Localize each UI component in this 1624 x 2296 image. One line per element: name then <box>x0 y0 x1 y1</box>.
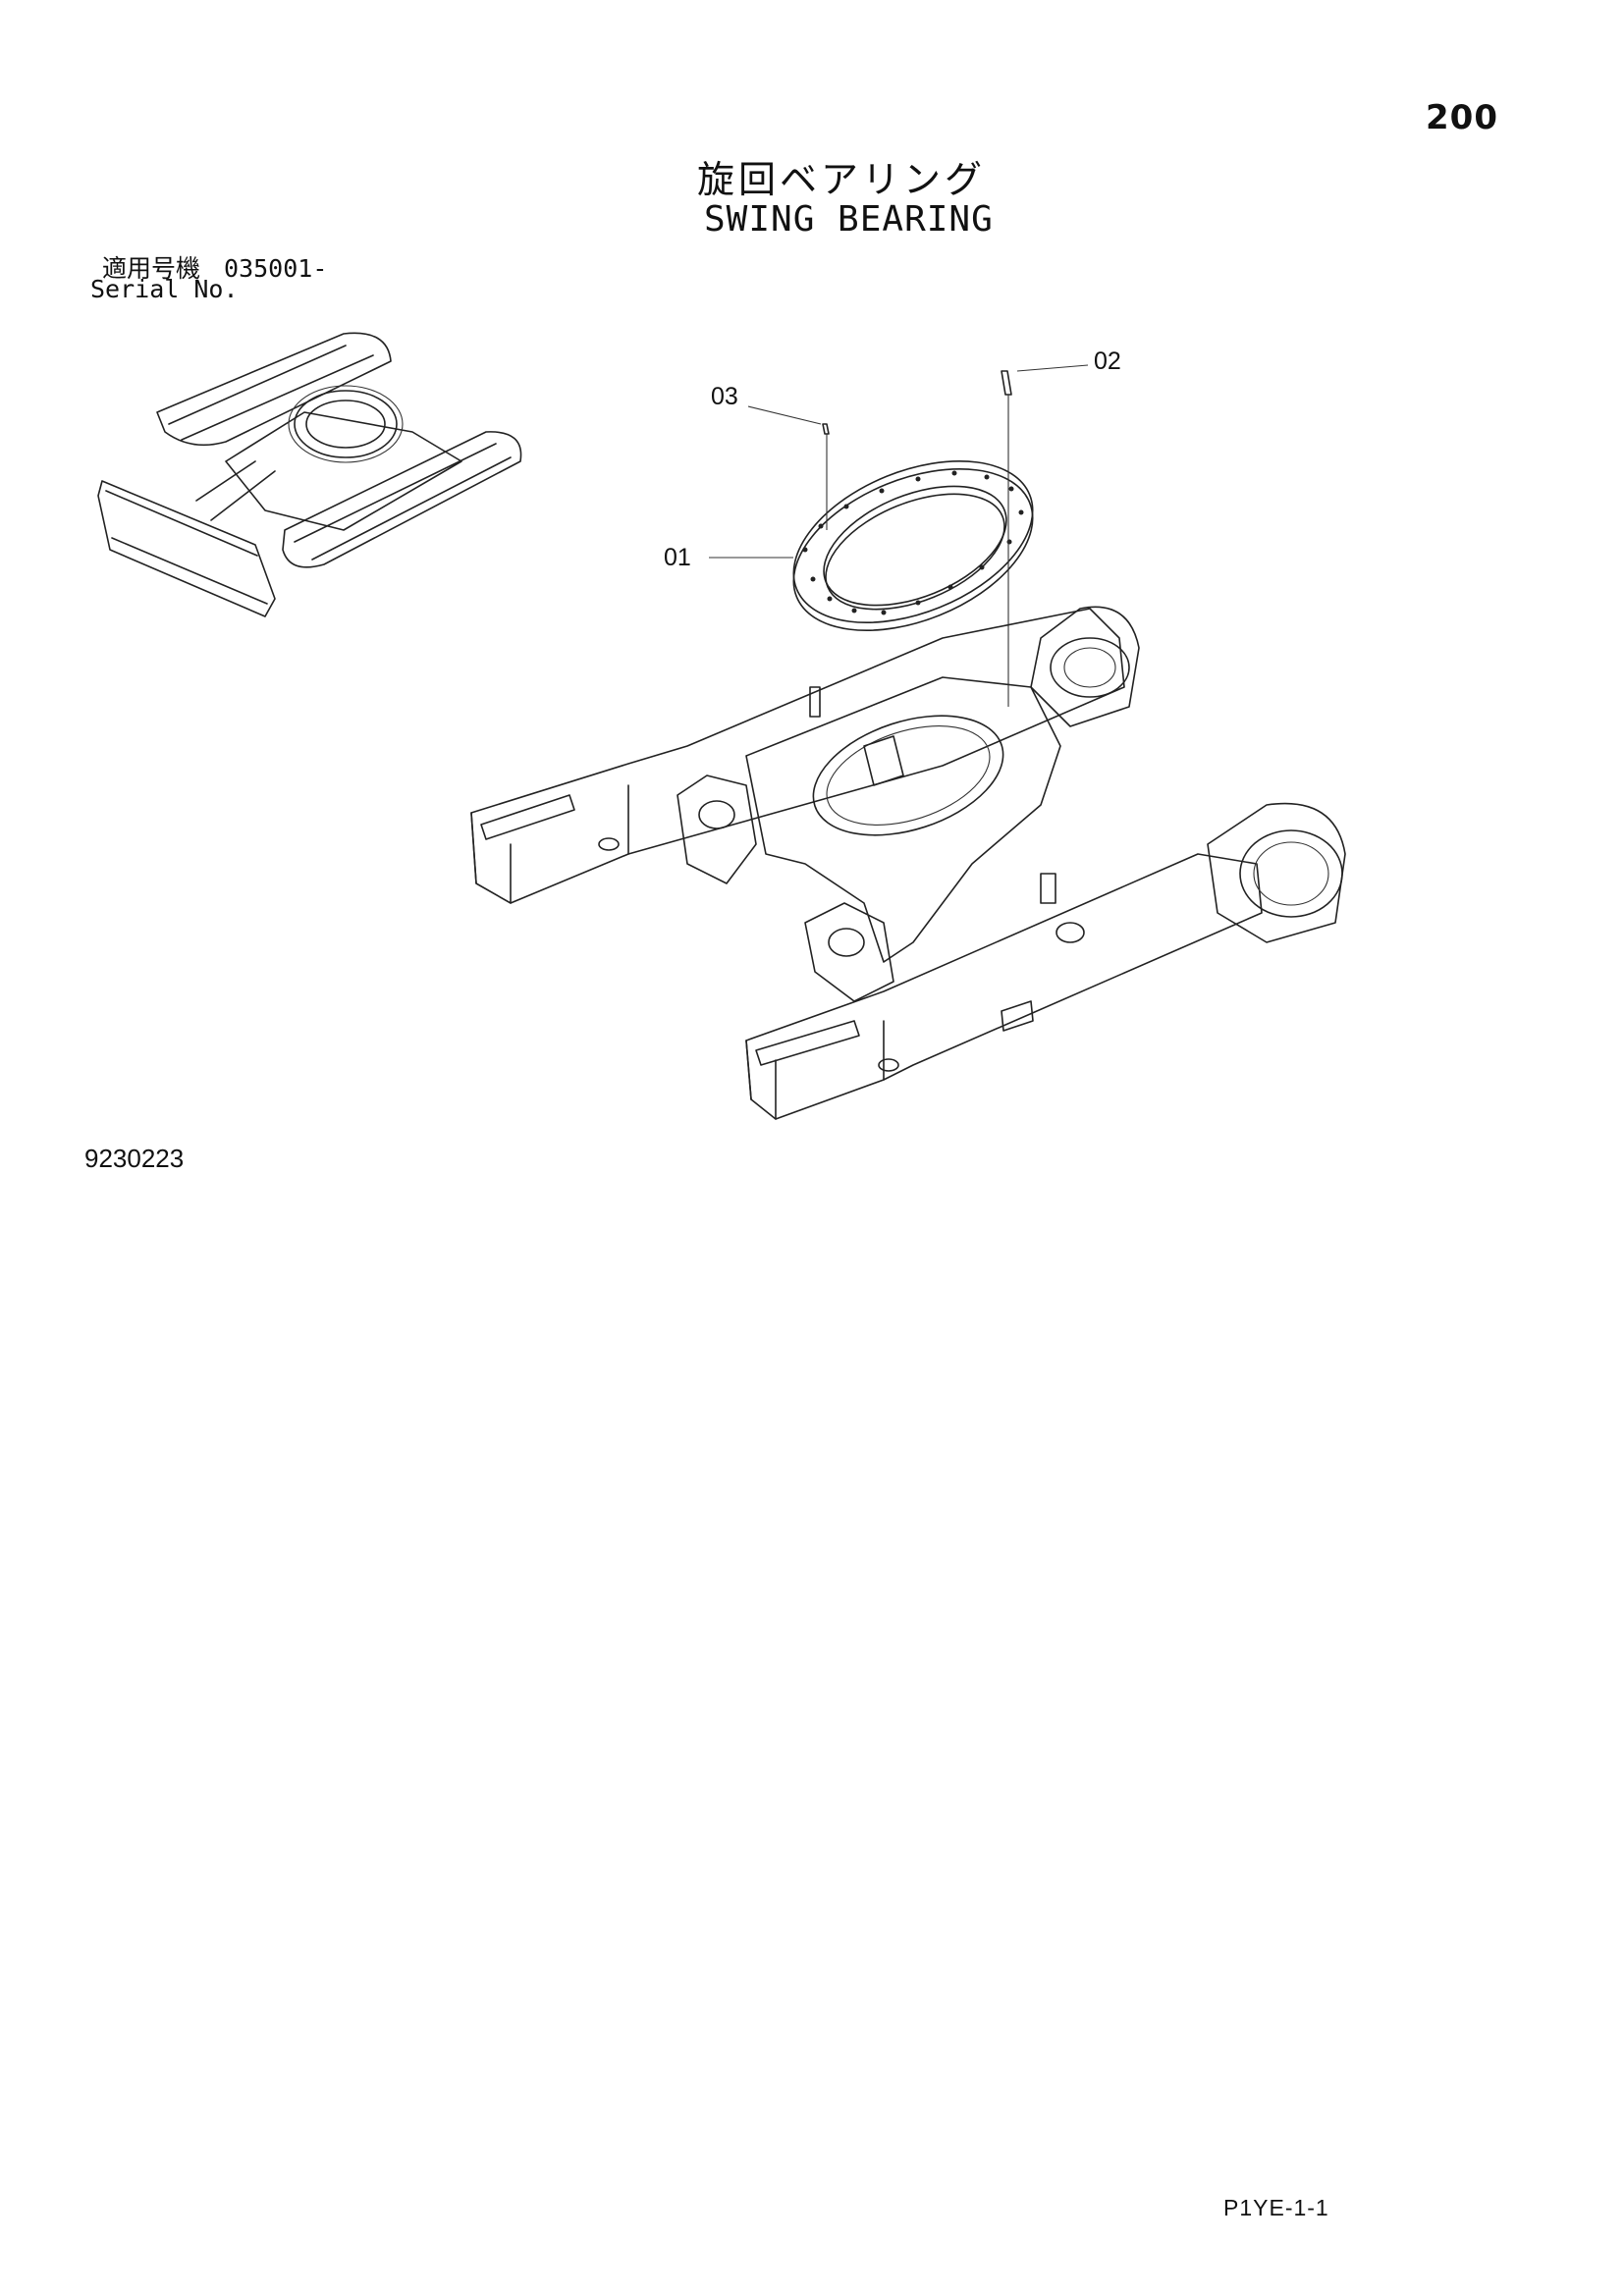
callout-01: 01 <box>664 544 691 571</box>
callout-02: 02 <box>1094 347 1121 375</box>
serial-label-japanese: 適用号機 <box>102 254 201 283</box>
callout-03: 03 <box>711 383 738 410</box>
drawing-number: 9230223 <box>84 1144 185 1173</box>
swing-bearing-ring <box>792 460 1034 631</box>
serial-value: 035001- <box>224 254 328 283</box>
pin-part <box>822 423 830 530</box>
serial-label-english: Serial No. <box>90 275 239 303</box>
callout-labels: 02 03 01 <box>664 347 1121 571</box>
page-code: P1YE-1-1 <box>1223 2195 1329 2220</box>
callout-leaders <box>709 364 1089 559</box>
undercarriage-frame <box>470 606 1346 1120</box>
page-title-english: SWING BEARING <box>704 199 994 240</box>
bolt-part <box>1001 370 1012 707</box>
page-title-japanese: 旋回ベアリング <box>697 158 987 201</box>
thumbnail-machine-outline <box>97 332 522 617</box>
serial-range-japanese: 適用号機 035001- <box>102 249 327 285</box>
page-number: 200 <box>1426 98 1498 137</box>
bolt-holes <box>802 470 1024 615</box>
